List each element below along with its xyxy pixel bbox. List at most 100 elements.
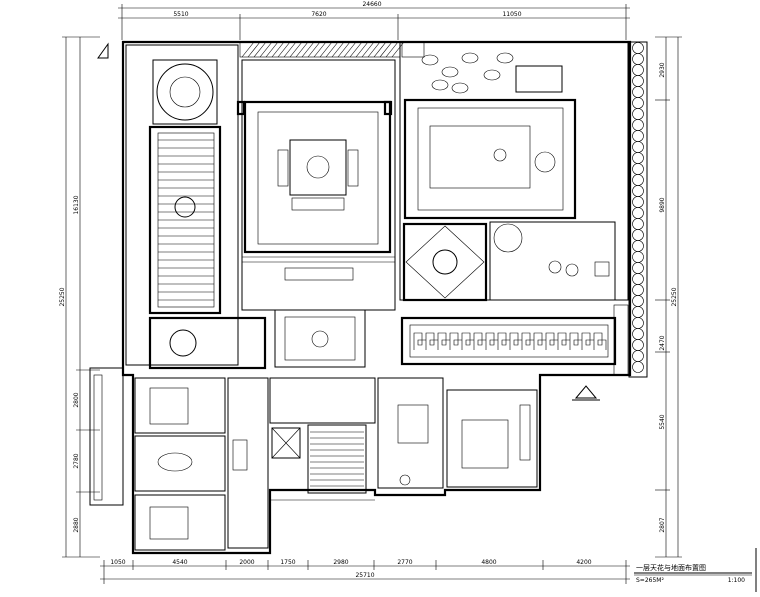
dim-left: 16130 [73,195,80,214]
tree-icon [632,185,644,197]
tree-icon [632,119,644,131]
dim-right: 5540 [659,414,666,429]
tree-icon [632,141,644,153]
dim-left: 2780 [73,453,80,468]
hatch-line [259,41,273,58]
tree-planter [156,63,214,121]
tree-icon [632,361,644,373]
tree-icon [632,64,644,76]
tree-icon [632,262,644,274]
tree-icon [632,86,644,98]
dim-bottom: 1050 [110,559,125,566]
coffee-table [306,155,330,179]
dim-right: 2930 [659,62,666,77]
tree-icon [632,196,644,208]
hatch-line [313,41,327,58]
hedge-trees [632,42,644,373]
dim-right: 9890 [659,197,666,212]
section-marker-icon [572,385,600,401]
stepping-stone [483,69,501,81]
tree-icon [632,152,644,164]
top-hatch [239,41,425,58]
tree-icon [632,97,644,109]
left-dimension-lines [62,36,100,558]
dim-left-total: 25250 [59,287,66,306]
hatch-line [331,41,345,58]
tree-icon [632,273,644,285]
tree-icon [632,350,644,362]
stepping-stone [421,54,439,66]
fret-border-planter [400,316,617,366]
dim-bottom: 2980 [333,559,348,566]
tree-icon [632,174,644,186]
dim-right-total: 25250 [671,287,678,306]
hatch-line [283,41,297,58]
dim-left: 2800 [73,392,80,407]
tree-icon [632,317,644,329]
hatch-line [301,41,315,58]
stepping-stone [431,79,449,91]
hatch-line [253,41,267,58]
hatch-line [319,41,333,58]
tree-icon [632,207,644,219]
dim-bottom: 2770 [397,559,412,566]
tree-icon [632,339,644,351]
dim-left: 2880 [73,517,80,532]
tree-icon [632,218,644,230]
drawing-scale: 1:100 [728,577,745,584]
hatch-line [325,41,339,58]
hatch-line [295,41,309,58]
hatch-line [373,41,387,58]
dim-top-total: 24660 [362,1,381,8]
hatch-line [379,41,393,58]
right-dimension-lines [655,36,682,558]
dim-top: 7620 [311,11,326,18]
hatch-line [355,41,369,58]
right-courtyard [399,41,629,376]
tree-icon [632,108,644,120]
dim-top: 11050 [502,11,521,18]
north-arrow-icon [97,42,109,59]
dim-bottom: 2000 [239,559,254,566]
hatch-line [265,41,279,58]
tree-icon [632,75,644,87]
tree-icon [632,306,644,318]
tree-icon [632,130,644,142]
bedroom-2 [134,435,226,492]
stair [307,424,367,494]
bathroom [377,377,444,489]
drawing-title: 一层天花与地面布置图 [636,563,706,572]
hatch-line [289,41,303,58]
dim-top: 5510 [173,11,188,18]
dim-bottom-total: 25710 [355,572,374,579]
hatch-line [247,41,261,58]
tree-icon [632,284,644,296]
stepping-stone [441,66,459,78]
tree-icon [632,42,644,54]
hatch-line [367,41,381,58]
hatch-line [241,41,255,58]
hatch-line [307,41,321,58]
hatch-line [385,41,399,58]
tree-icon [632,229,644,241]
building-outline [89,40,632,555]
hatch-line [349,41,363,58]
tree-icon [632,240,644,252]
dim-bottom: 4540 [172,559,187,566]
hatch-line [361,41,375,58]
dim-right: 2807 [659,517,666,532]
top-dimension-lines [118,4,630,40]
corridor [227,377,269,549]
tree-icon [632,328,644,340]
hatch-line [337,41,351,58]
stepping-stone [496,52,514,64]
dim-right: 2470 [659,335,666,350]
tree-icon [632,251,644,263]
stepping-stone [461,52,479,64]
stepping-stone [451,82,469,94]
dining-room [446,389,538,488]
bedroom-3 [134,494,226,551]
bottom-dimension-lines [100,560,630,584]
hatch-line [343,41,357,58]
